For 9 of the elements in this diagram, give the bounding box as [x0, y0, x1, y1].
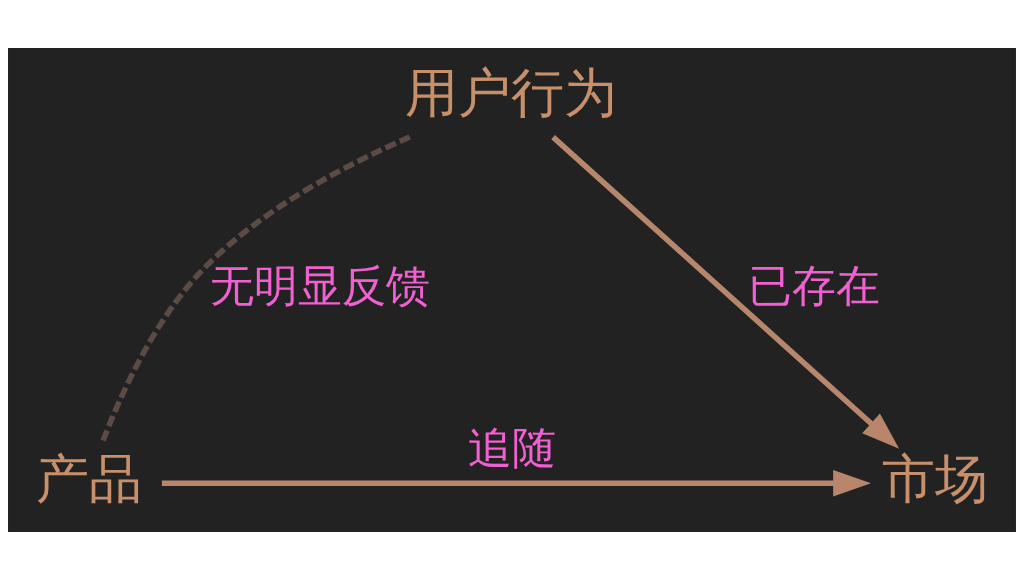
node-text: 市场 [881, 447, 988, 510]
edge-label: 追随 [468, 422, 556, 474]
node-text: 用户行为 [404, 61, 617, 124]
arrow [161, 469, 871, 497]
edge-label: 无明显反馈 [209, 260, 430, 312]
node-text: 产品 [36, 447, 143, 510]
arrow [551, 135, 900, 449]
edge-label: 已存在 [747, 260, 880, 312]
connector [99, 134, 411, 444]
